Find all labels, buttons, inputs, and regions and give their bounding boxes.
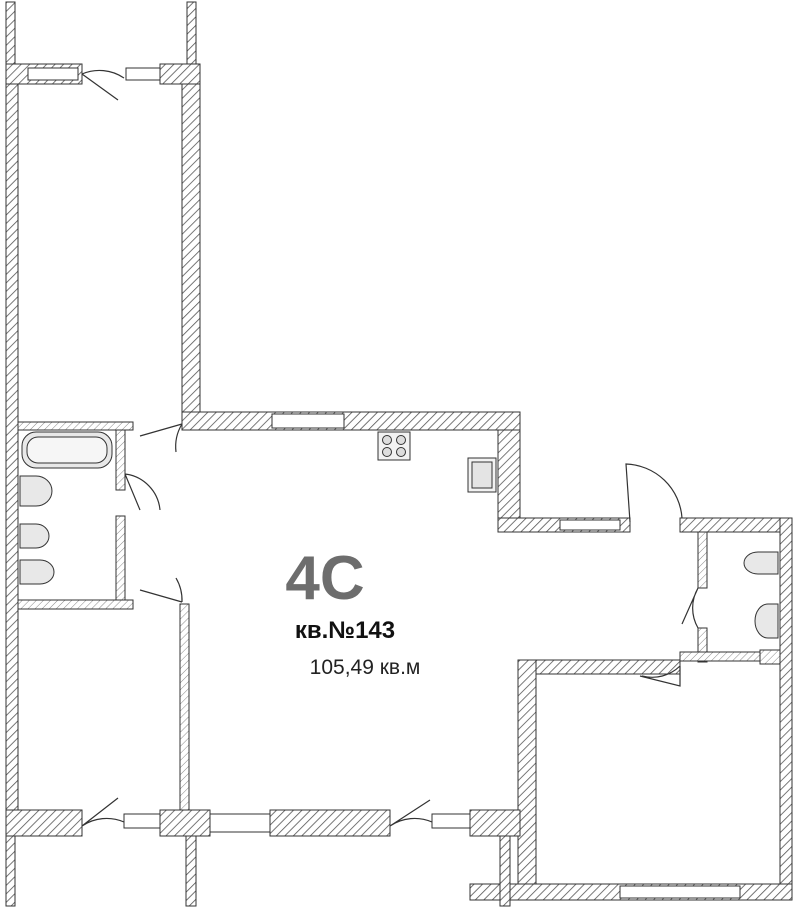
fixtures (19, 431, 779, 639)
stove-burner-2 (396, 435, 406, 445)
wall-bedroom1-right (181, 83, 201, 415)
kitchen-sink-basin (471, 461, 493, 489)
wall-left-exterior (5, 83, 19, 821)
apartment-area-label: 105,49 кв.м (309, 656, 421, 679)
wc-toilet (743, 551, 779, 575)
partition-wc-left-top (697, 531, 708, 589)
door-bathroom (124, 473, 161, 511)
door-bedroom1 (139, 423, 183, 453)
door-wc (681, 587, 699, 629)
wall-balcony-bottom-left (5, 835, 16, 907)
partition-bedroom3-right (759, 649, 781, 665)
door-balcony-bottom-left (81, 797, 125, 827)
door-bedroom2 (139, 577, 183, 603)
window-kitchen-bottom (559, 519, 621, 531)
wall-bedroom3-left (517, 659, 537, 901)
wall-balcony-bottom-right (499, 835, 511, 907)
stove (377, 431, 411, 461)
partition-bathroom-right-bottom (115, 515, 126, 609)
bidet (19, 523, 50, 549)
window-top-right (125, 67, 161, 81)
door-balcony-top (81, 69, 125, 101)
apartment-number-label: кв.№143 (294, 617, 396, 644)
wall-right-upper-top (679, 517, 793, 533)
wall-living-top (181, 411, 521, 431)
partition-bathroom-bottom (17, 599, 134, 610)
partition-wc-left-bottom (697, 627, 708, 663)
partition-bathroom-top (17, 421, 134, 431)
window-living-top (271, 413, 345, 429)
door-balcony-bottom-right (389, 799, 433, 827)
bathroom-sink (19, 475, 53, 507)
wall-balcony-top-right (186, 1, 197, 65)
door-entrance (625, 463, 683, 523)
windows (27, 67, 741, 899)
wc-sink (754, 603, 779, 639)
wall-bottom-mid2 (269, 809, 391, 837)
window-top-left (27, 67, 79, 81)
stove-burner-3 (382, 447, 392, 457)
wall-right-exterior (779, 517, 793, 899)
wall-balcony-bottom-mid (185, 835, 197, 907)
window-bottom-right-bedroom (619, 885, 741, 899)
bathtub-inner (26, 436, 108, 464)
door-bedroom3 (639, 665, 681, 687)
wall-kitchen-niche (497, 429, 521, 533)
wall-top-right (159, 63, 201, 85)
stove-burner-1 (382, 435, 392, 445)
partition-bedroom2-right (179, 603, 190, 811)
apartment-type-label: 4С (285, 544, 365, 613)
wall-bedroom3-top (523, 659, 681, 675)
wall-bottom-left (5, 809, 83, 837)
stove-burner-4 (396, 447, 406, 457)
window-bottom-left (123, 813, 161, 829)
wall-bottom-mid3 (469, 809, 521, 837)
wall-bottom-mid1 (159, 809, 211, 837)
wall-balcony-top-left (5, 1, 16, 65)
partitions (17, 421, 781, 811)
window-bottom-mid (209, 813, 271, 833)
doors (81, 69, 699, 827)
bathroom-toilet (19, 559, 55, 585)
partition-bathroom-right-top (115, 429, 126, 491)
window-bottom-mid2 (431, 813, 471, 829)
